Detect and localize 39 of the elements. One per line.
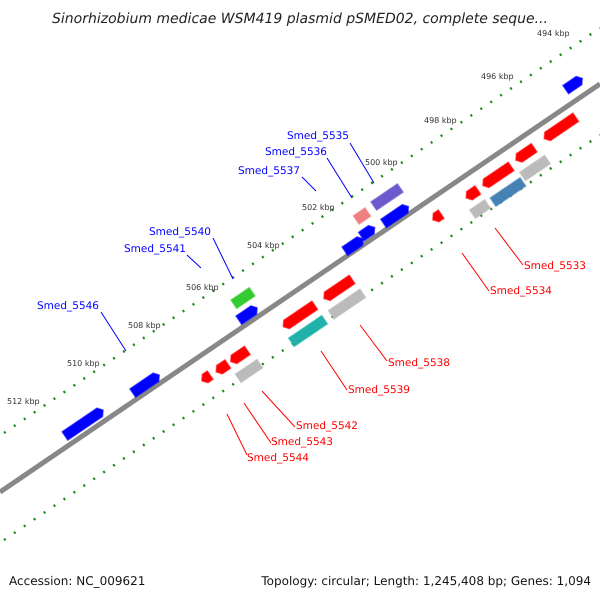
position-label: 506 kbp xyxy=(186,283,219,293)
footer-text: Accession: NC_009621 xyxy=(9,574,146,589)
position-label: 494 kbp xyxy=(537,29,570,39)
title: Sinorhizobium medicae WSM419 plasmid pSMED02, complete seque... xyxy=(51,10,549,29)
gene-label: Smed_5538 xyxy=(388,357,450,370)
gene-label: Smed_5542 xyxy=(296,420,358,433)
footer-text: Topology: circular; Length: 1,245,408 bp; Genes: 1,094 xyxy=(261,574,591,589)
leader-line xyxy=(326,158,352,198)
leader-line xyxy=(360,324,388,362)
gene-label: Smed_5544 xyxy=(247,452,309,465)
position-label: 502 kbp xyxy=(302,203,335,213)
gene-label: Smed_5537 xyxy=(238,165,300,178)
leader-line xyxy=(100,312,126,352)
position-label: 498 kbp xyxy=(424,116,457,126)
gene-label: Smed_5534 xyxy=(490,285,552,298)
gene-label: Smed_5533 xyxy=(524,260,586,273)
position-label: 496 kbp xyxy=(481,72,514,82)
gene-label: Smed_5546 xyxy=(37,300,99,313)
leader-line xyxy=(302,176,316,192)
leader-line xyxy=(350,142,374,184)
gene-label: Smed_5536 xyxy=(265,146,327,159)
gene-label: Smed_5541 xyxy=(124,243,186,256)
gene-label: Smed_5540 xyxy=(149,226,211,239)
leader-line xyxy=(262,390,296,428)
leader-line xyxy=(320,350,348,390)
gene-label: Smed_5543 xyxy=(271,436,333,449)
leader-line xyxy=(186,254,202,268)
leader-line xyxy=(244,402,272,444)
position-label: 512 kbp xyxy=(7,397,40,407)
position-label: 508 kbp xyxy=(128,321,161,331)
leader-line xyxy=(212,238,234,280)
position-label: 500 kbp xyxy=(365,158,398,168)
position-label: 504 kbp xyxy=(247,241,280,251)
leader-line xyxy=(226,414,248,456)
position-label: 510 kbp xyxy=(67,359,100,369)
gene-label: Smed_5539 xyxy=(348,384,410,397)
leader-line xyxy=(494,228,524,266)
gene-label: Smed_5535 xyxy=(287,130,349,143)
leader-line xyxy=(462,252,490,292)
